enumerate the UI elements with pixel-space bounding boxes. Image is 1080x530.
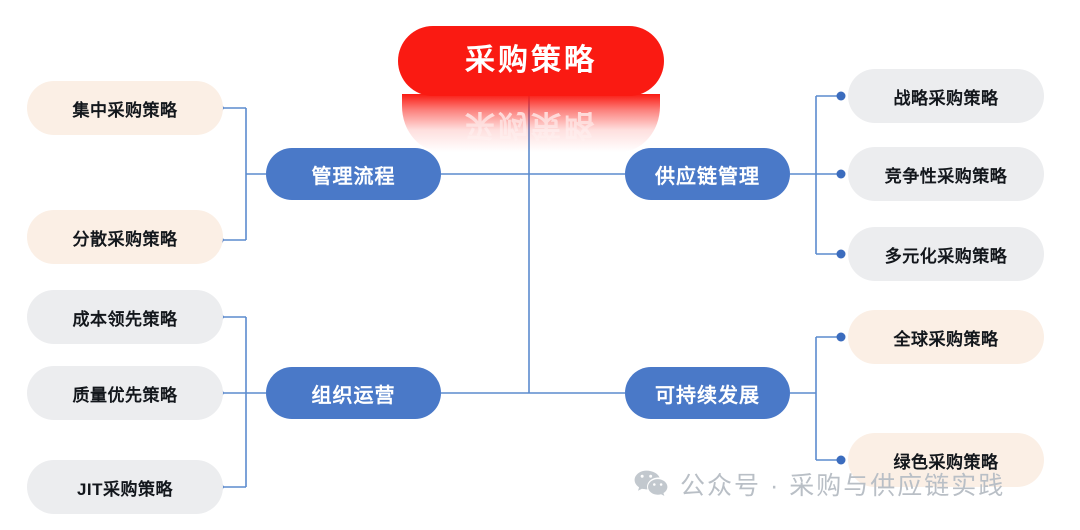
leaf-label: 战略采购策略 bbox=[893, 88, 999, 108]
root-node-wrapper: 采购策略 采购策略 bbox=[398, 26, 664, 152]
leaf-label: 质量优先策略 bbox=[72, 385, 178, 405]
leaf-global-procurement[interactable]: 全球采购策略 bbox=[848, 310, 1044, 364]
root-node-label: 采购策略 bbox=[465, 44, 597, 77]
branch-node-supply-chain-management[interactable]: 供应链管理 bbox=[625, 148, 790, 200]
leaf-label: 多元化采购策略 bbox=[884, 246, 1008, 266]
leaf-green-procurement[interactable]: 绿色采购策略 bbox=[848, 433, 1044, 487]
leaf-label: 竞争性采购策略 bbox=[884, 166, 1008, 186]
leaf-decentralized-procurement[interactable]: 分散采购策略 bbox=[27, 210, 223, 264]
leaf-label: 分散采购策略 bbox=[72, 229, 178, 249]
branch-label: 可持续发展 bbox=[655, 384, 760, 407]
dot-right-2-2 bbox=[836, 455, 846, 465]
branch-node-organization-operations[interactable]: 组织运营 bbox=[266, 367, 441, 419]
leaf-centralized-procurement[interactable]: 集中采购策略 bbox=[27, 81, 223, 135]
dot-right-1-1 bbox=[836, 91, 846, 101]
leaf-label: 集中采购策略 bbox=[72, 100, 178, 120]
branch-label: 供应链管理 bbox=[655, 165, 760, 188]
leaf-jit-procurement[interactable]: JIT采购策略 bbox=[27, 460, 223, 514]
leaf-cost-leadership[interactable]: 成本领先策略 bbox=[27, 290, 223, 344]
branch-node-sustainable-development[interactable]: 可持续发展 bbox=[625, 367, 790, 419]
leaf-label: JIT采购策略 bbox=[76, 479, 174, 499]
leaf-diversified-procurement[interactable]: 多元化采购策略 bbox=[848, 227, 1044, 281]
branch-node-management-process[interactable]: 管理流程 bbox=[266, 148, 441, 200]
dot-right-1-3 bbox=[836, 249, 846, 259]
dot-right-2-1 bbox=[836, 332, 846, 342]
leaf-label: 成本领先策略 bbox=[72, 309, 178, 329]
leaf-label: 全球采购策略 bbox=[893, 329, 999, 349]
root-node[interactable]: 采购策略 bbox=[398, 26, 664, 96]
leaf-strategic-procurement[interactable]: 战略采购策略 bbox=[848, 69, 1044, 123]
leaf-label: 绿色采购策略 bbox=[893, 452, 999, 472]
dot-right-1-2 bbox=[836, 169, 846, 179]
leaf-quality-first[interactable]: 质量优先策略 bbox=[27, 366, 223, 420]
branch-label: 管理流程 bbox=[311, 165, 396, 188]
branch-label: 组织运营 bbox=[311, 384, 396, 407]
leaf-competitive-procurement[interactable]: 竞争性采购策略 bbox=[848, 147, 1044, 201]
